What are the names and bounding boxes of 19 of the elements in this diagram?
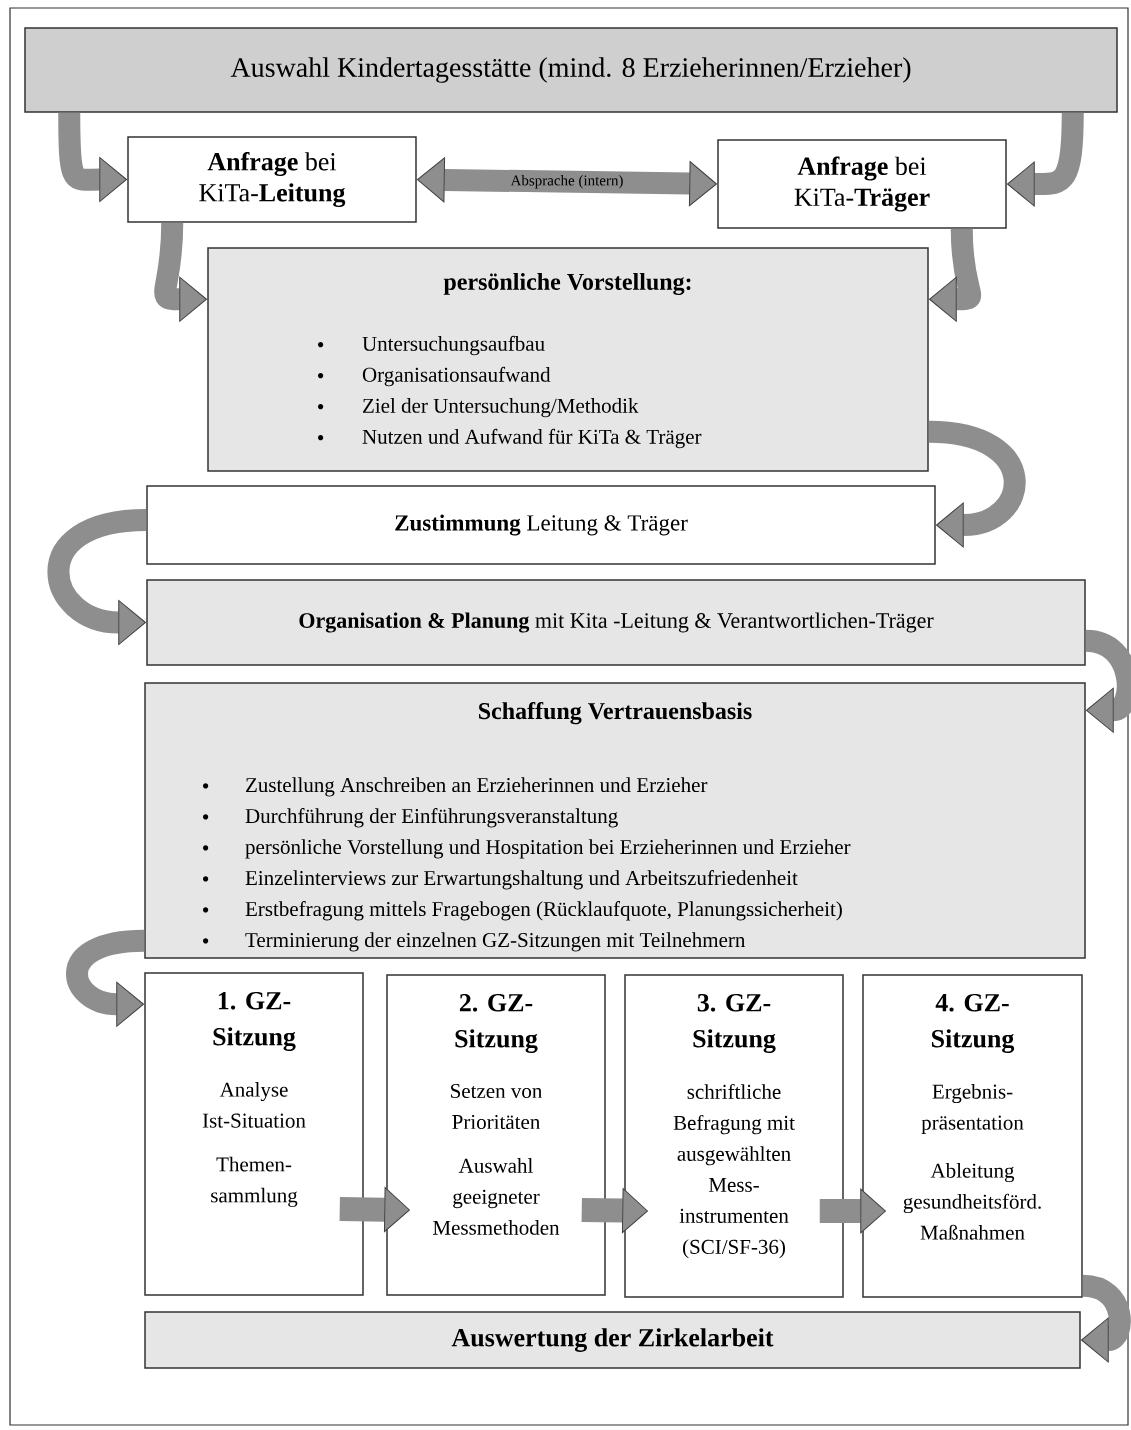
block-arrow bbox=[66, 929, 145, 1027]
session-box: 3. GZ-Sitzung schriftliche Befragung mit ausgewählten Mess- instrumenten (SCI/SF-36) bbox=[624, 974, 844, 1298]
session-box: 2. GZ-Sitzung Setzen von Prioritäten Auswahl geeigneter Messmethoden bbox=[386, 974, 606, 1296]
process-box: Schaffung Vertrauensbasis Zustellung Anschreiben an Erzieherinnen und Erzieher Durchführung der Einführungsveranstaltung persönliche Vorstellung und Hospitation bei Erzieherinnen und Erzieher Einzelinterviews zur Erwartungshaltung und Arbeitszufriedenheit Erstbefragung mittels Fragebogen (Rücklaufquote, Planungssicherheit) Terminierung der einzelnen GZ-Sitzungen mit Teilnehmern bbox=[144, 682, 1086, 959]
block-arrow bbox=[58, 112, 127, 203]
session-box: 4. GZ-Sitzung Ergebnis- präsentation Ableitung gesundheitsförd. Maßnahmen bbox=[862, 974, 1083, 1298]
block-arrow bbox=[417, 157, 717, 207]
process-box: persönliche Vorstellung: Untersuchungsaufbau Organisationsaufwand Ziel der Untersuchung/Methodik Nutzen und Aufwand für KiTa & Träger bbox=[207, 247, 929, 472]
process-box: Organisation & Planung mit Kita -Leitung & Verantwortlichen-Träger bbox=[146, 579, 1086, 666]
block-arrow bbox=[339, 1187, 410, 1233]
process-box: Anfrage bei KiTa-Träger bbox=[717, 139, 1007, 229]
process-box: Auswahl Kindertagesstätte (mind. 8 Erzieherinnen/Erzieher) bbox=[24, 27, 1118, 113]
process-box: Zustimmung Leitung & Träger bbox=[146, 485, 936, 565]
block-arrow bbox=[819, 1188, 886, 1234]
process-box: Anfrage bei KiTa-Leitung bbox=[127, 136, 417, 223]
block-arrow bbox=[1084, 629, 1131, 733]
session-box: 1. GZ-Sitzung Analyse Ist-Situation Themen- sammlung bbox=[144, 972, 364, 1296]
block-arrow bbox=[581, 1188, 648, 1234]
process-box: Auswertung der Zirkelarbeit bbox=[144, 1311, 1081, 1369]
